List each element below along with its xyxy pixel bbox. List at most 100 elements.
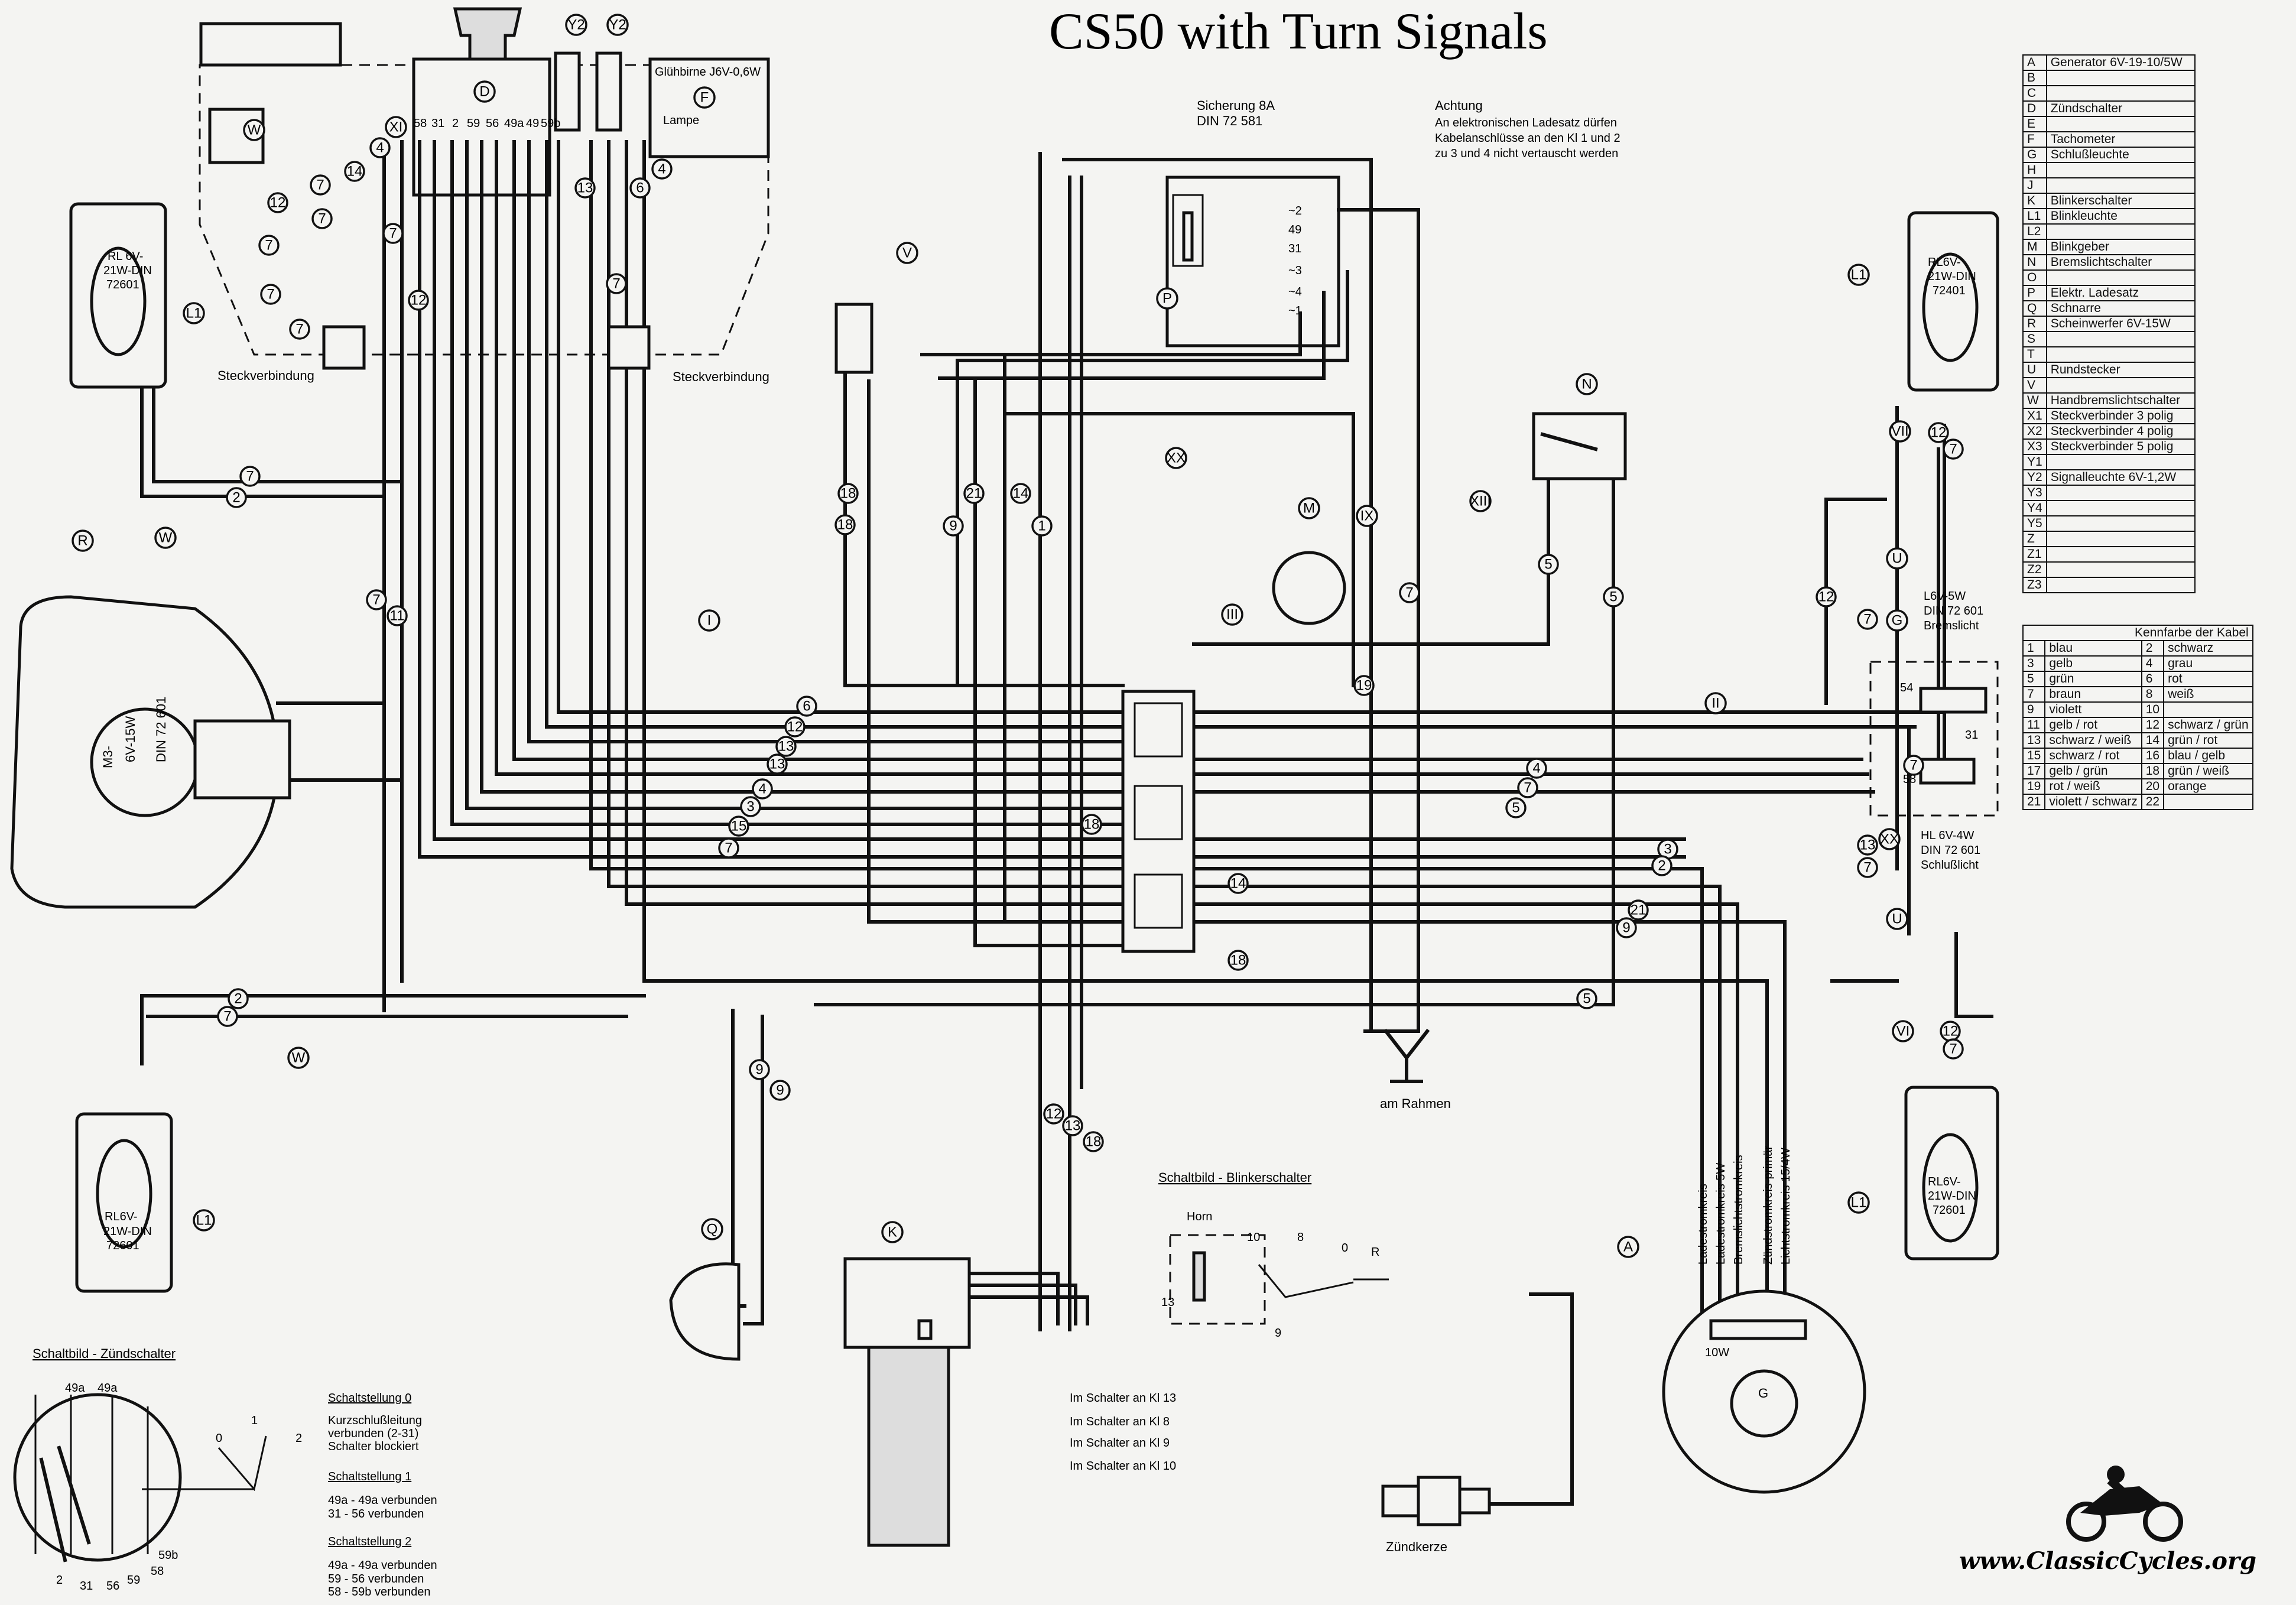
color-name: orange (2163, 778, 2253, 795)
parts-row: B (2022, 70, 2196, 86)
svg-text:0: 0 (1342, 1242, 1348, 1255)
component-bubble: M (1298, 497, 1320, 519)
spark-plug (1381, 1476, 1491, 1526)
svg-text:9: 9 (949, 518, 957, 534)
svg-text:M3-: M3- (100, 746, 115, 768)
part-key: Y4 (2022, 500, 2047, 516)
svg-text:P: P (1162, 291, 1172, 307)
wire-bubble: 13 (775, 736, 797, 757)
connector-marker: II (1704, 692, 1727, 714)
part-name: Schnarre (2045, 300, 2196, 317)
charging-unit (1165, 176, 1340, 347)
svg-text:6V-15W: 6V-15W (123, 716, 138, 762)
svg-text:5: 5 (1512, 800, 1519, 816)
wire-bubble: 11 (387, 605, 408, 626)
wire-bubble: 5 (1505, 797, 1527, 818)
turn-signal-rear-left-label: RL6V- 21W-DIN 72601 (103, 1210, 152, 1252)
svg-text:DIN 72 601: DIN 72 601 (154, 697, 168, 762)
terminal-label: 49a (504, 117, 524, 130)
handbrake-switch (834, 303, 873, 374)
component-bubble: N (1576, 373, 1598, 395)
wire-bubble: 12 (1816, 586, 1837, 607)
svg-text:7: 7 (725, 840, 732, 856)
svg-text:2: 2 (295, 1432, 302, 1445)
component-bubble: L1 (1847, 1191, 1870, 1214)
svg-text:18: 18 (1086, 1134, 1102, 1150)
part-name (2045, 515, 2196, 532)
part-key: A (2022, 54, 2047, 71)
part-name: Blinkerschalter (2045, 193, 2196, 209)
wire-bubble: 13 (1062, 1115, 1083, 1136)
part-key: X2 (2022, 423, 2047, 440)
component-bubble: W (154, 527, 177, 549)
spark-plug-label: Zündkerze (1386, 1539, 1447, 1554)
color-number: 22 (2141, 794, 2165, 810)
part-key: H (2022, 162, 2047, 178)
svg-text:14: 14 (1230, 876, 1246, 892)
diagram-title: CS50 with Turn Signals (1049, 3, 1548, 60)
svg-text:Im Schalter an Kl 8: Im Schalter an Kl 8 (1070, 1415, 1170, 1428)
part-name: Steckverbinder 4 polig (2045, 423, 2196, 440)
wire-bubble: 12 (1928, 422, 1949, 443)
svg-text:Horn: Horn (1187, 1210, 1212, 1223)
parts-row: S (2022, 331, 2196, 347)
wire-bubble: 4 (1526, 758, 1547, 779)
component-bubble: U (1886, 547, 1908, 570)
wire-bubble: 2 (1651, 855, 1673, 876)
svg-text:18: 18 (837, 517, 853, 533)
svg-text:4: 4 (1532, 761, 1540, 776)
turn-signal-front-left-label: RL 6V- 21W-DIN 72601 (103, 250, 152, 291)
svg-text:XX: XX (1167, 450, 1186, 466)
svg-text:58 - 59b verbunden: 58 - 59b verbunden (328, 1585, 430, 1598)
svg-text:18: 18 (1230, 953, 1246, 969)
svg-text:DIN 72 601: DIN 72 601 (1921, 844, 1980, 857)
svg-text:11: 11 (390, 608, 405, 624)
part-key: N (2022, 254, 2047, 271)
brake-terminals: 54 31 58 (1900, 681, 1978, 786)
svg-text:2: 2 (56, 1574, 63, 1587)
wire-bubble: 7 (1903, 755, 1924, 776)
connector-marker: XIII (1469, 490, 1492, 512)
wire-bubble: 7 (366, 589, 387, 610)
svg-text:7: 7 (265, 238, 272, 254)
svg-text:W: W (248, 122, 261, 138)
color-name: schwarz / grün (2163, 717, 2253, 733)
flasher-unit (1272, 551, 1346, 625)
parts-row: Z3 (2022, 577, 2196, 593)
svg-text:4: 4 (658, 161, 665, 177)
svg-text:15: 15 (731, 818, 747, 834)
svg-text:72601: 72601 (106, 278, 139, 291)
svg-text:14: 14 (1013, 486, 1029, 502)
component-bubble: W (287, 1047, 310, 1069)
turn-signal-rear-left (75, 1112, 173, 1293)
part-key: U (2022, 362, 2047, 378)
svg-text:3: 3 (746, 799, 754, 815)
part-key: Z3 (2022, 577, 2047, 593)
svg-text:5: 5 (1583, 991, 1590, 1007)
fuse (1182, 211, 1194, 262)
svg-text:Y2: Y2 (567, 17, 584, 33)
svg-text:9: 9 (1622, 920, 1630, 936)
parts-row: V (2022, 377, 2196, 394)
color-number: 16 (2141, 748, 2165, 764)
parts-row: O (2022, 269, 2196, 286)
color-number: 1 (2022, 640, 2046, 657)
component-bubble: G (1886, 609, 1908, 632)
part-key: J (2022, 177, 2047, 194)
part-name (2045, 85, 2196, 102)
color-number: 17 (2022, 763, 2046, 779)
svg-text:18: 18 (840, 486, 856, 502)
svg-text:III: III (1226, 607, 1238, 623)
wire-bubble: 4 (369, 137, 391, 158)
component-bubble: A (1617, 1236, 1639, 1258)
parts-row: T (2022, 346, 2196, 363)
generator-10w: 10W (1705, 1346, 1729, 1359)
